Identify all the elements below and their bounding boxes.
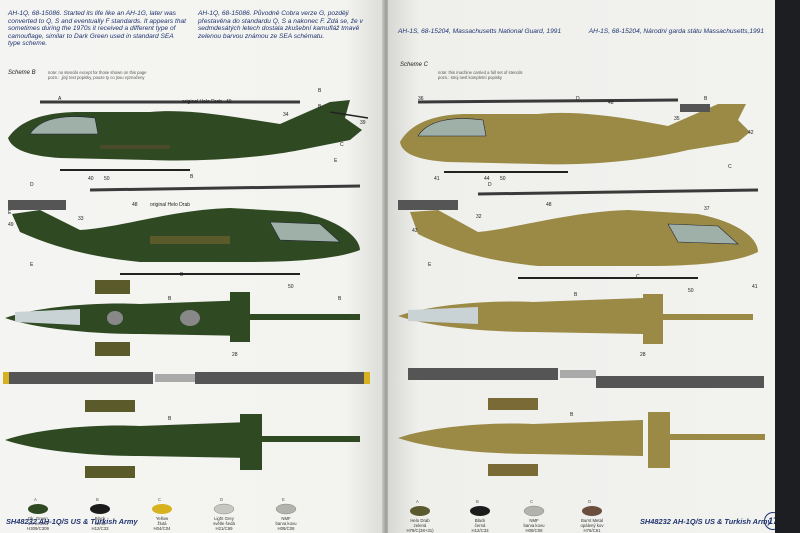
left-callout-28: 28 (232, 352, 238, 358)
left-swatch-a-letter: A (34, 497, 37, 502)
right-callout-e: E (428, 262, 432, 268)
left-callout-50: 50 (104, 176, 110, 182)
left-paint-swatches (28, 503, 297, 515)
right-callout-43: 43 (412, 228, 418, 234)
left-rotor-blade (3, 372, 370, 384)
right-swatch-c-letter: C (530, 499, 534, 504)
left-callout-34: 34 (283, 112, 289, 118)
right-intro-czech: AH-1S, 68-15204, Národní garda státu Mas… (588, 28, 764, 35)
right-note-cz: pozn.: stroj nesl kompletní popisky (438, 75, 503, 80)
right-intro-english: AH-1S, 68-15204, Massachusetts National … (398, 28, 562, 35)
left-note-en: note: no stencils except for those shown… (48, 70, 147, 75)
left-callout-b5: B (168, 296, 172, 302)
right-callout-b3: B (570, 412, 574, 418)
left-callout-40: 40 (88, 176, 94, 182)
left-callout-39: 39 (360, 120, 366, 126)
left-swatch-b-letter: B (96, 497, 99, 502)
right-callout-d1: D (576, 96, 580, 102)
book-gutter (382, 0, 390, 533)
right-drawings (398, 98, 765, 517)
left-swatch-e-letter: E (282, 497, 285, 502)
right-callout-b2: B (574, 292, 578, 298)
left-callout-b6: B (338, 296, 342, 302)
right-callout-36: 36 (418, 96, 424, 102)
right-callout-35: 35 (674, 116, 680, 122)
left-callout-50b: 50 (288, 284, 294, 290)
left-callout-e2: E (30, 262, 34, 268)
left-swatch-d-letter: D (220, 497, 224, 502)
right-callout-50: 50 (500, 176, 506, 182)
right-swatch-b-letter: B (476, 499, 479, 504)
page-number: 17 (764, 512, 775, 530)
right-side-profile-top (400, 98, 750, 173)
right-swatch-a-letter: A (416, 499, 419, 504)
right-callout-44: 44 (484, 176, 490, 182)
left-top-view (5, 280, 360, 356)
right-top-view (398, 294, 753, 344)
left-footer: SH48232 AH-1Q/S US & Turkish Army (6, 517, 138, 526)
right-callout-50b: 50 (688, 288, 694, 294)
right-callout-c1: C (728, 164, 732, 170)
table-background (775, 0, 800, 533)
left-callout-a: A (58, 96, 62, 102)
left-intro-czech: AH-1Q, 68-15086. Původně Cobra verze G, … (198, 10, 363, 40)
right-callout-37: 37 (704, 206, 710, 212)
left-callout-b7: B (168, 416, 172, 422)
right-footer: SH48232 AH-1Q/S US & Turkish Army (640, 517, 772, 526)
left-callout-helo-drab: original Helo Drab (182, 99, 223, 105)
right-note-en: note: this machine carried a full set of… (438, 70, 523, 75)
right-callout-41: 41 (434, 176, 440, 182)
left-callout-b2: B (318, 104, 322, 110)
left-swatch-c-letter: C (158, 497, 162, 502)
right-callout-32: 32 (476, 214, 482, 220)
left-bottom-view (5, 400, 360, 478)
left-callout-33: 33 (78, 216, 84, 222)
left-scheme-label: Scheme B (8, 70, 36, 76)
left-callout-b1: B (318, 88, 322, 94)
left-page: AH-1Q, 68-15086. Started its life like a… (0, 0, 384, 533)
right-rotor-blade (408, 368, 764, 388)
left-drawings (3, 100, 370, 515)
right-callout-b1: B (704, 96, 708, 102)
left-callout-49b: 49 (8, 222, 14, 228)
left-callout-48: 48 (132, 202, 138, 208)
right-swatch-d-letter: D (588, 499, 592, 504)
right-callout-28: 28 (640, 352, 646, 358)
left-callout-49: 49 (226, 99, 232, 105)
right-side-profile-bottom (398, 188, 759, 279)
right-paint-swatches (410, 505, 602, 517)
left-callout-e3: E (8, 210, 12, 216)
left-intro-english: AH-1Q, 68-15086. Started its life like a… (8, 10, 187, 48)
right-callout-48b: 48 (546, 202, 552, 208)
left-side-profile-bottom (8, 184, 361, 275)
right-page: AH-1S, 68-15204, Massachusetts National … (388, 0, 775, 533)
left-callout-helo-drab2: original Helo Drab (150, 202, 191, 208)
left-note-cz: pozn.: ,jiný text popisky, pouze ty co j… (48, 75, 145, 80)
left-callout-d: D (30, 182, 34, 188)
right-callout-d2: D (488, 182, 492, 188)
left-callout-e1: E (334, 158, 338, 164)
right-callout-41b: 41 (752, 284, 758, 290)
right-callout-48: 48 (608, 100, 614, 106)
right-callout-c2: C (636, 274, 640, 280)
left-callout-c: C (340, 142, 344, 148)
left-side-profile-top (8, 100, 369, 171)
left-callout-b3: B (190, 174, 194, 180)
left-callout-b4: B (180, 272, 184, 278)
right-scheme-label: Scheme C (400, 62, 429, 68)
right-bottom-view (398, 398, 765, 476)
right-callout-42: 42 (748, 130, 754, 136)
